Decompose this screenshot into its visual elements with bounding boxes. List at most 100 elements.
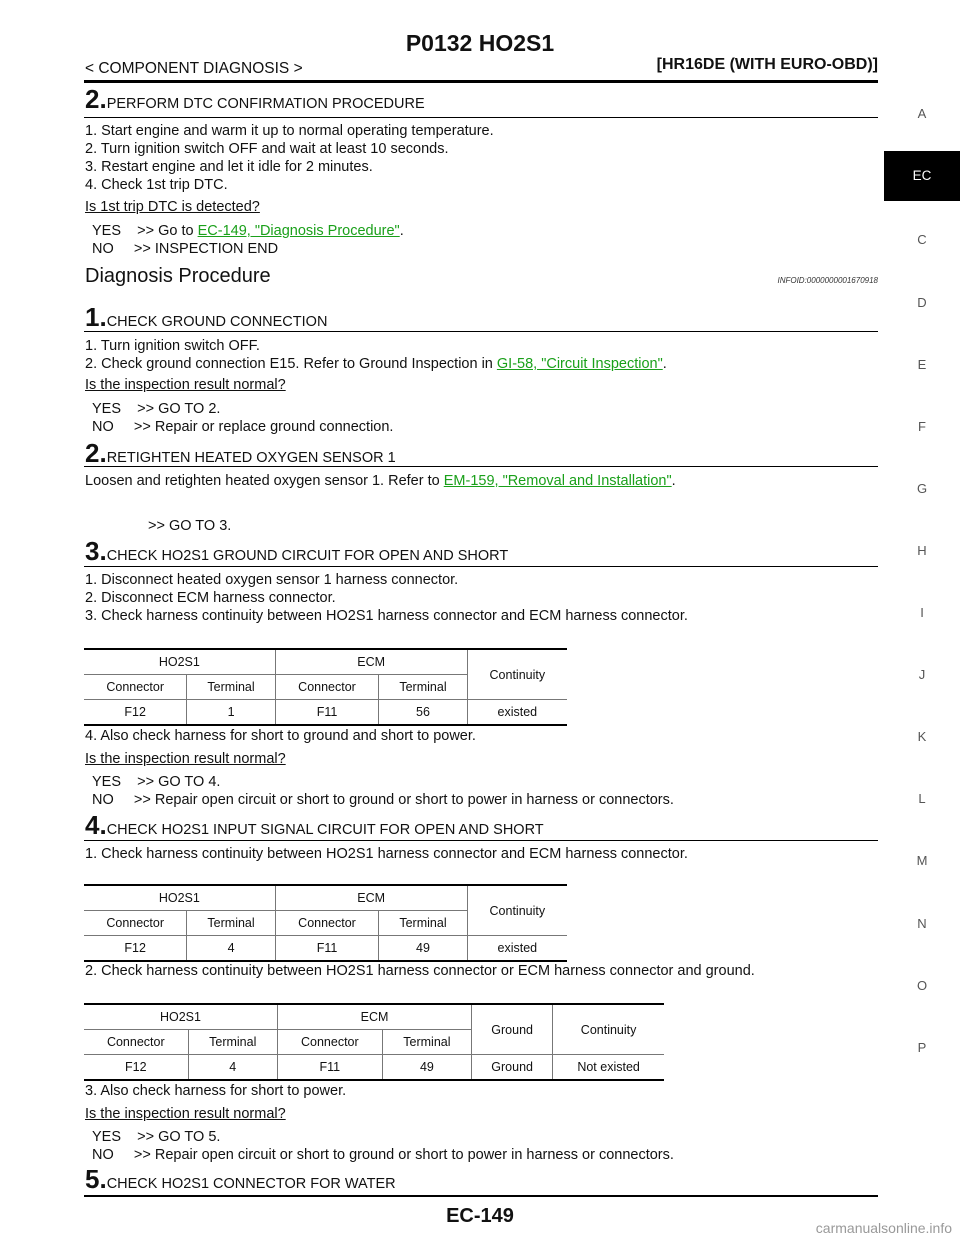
instruction-line: Loosen and retighten heated oxygen senso… <box>85 472 676 490</box>
sidebar-item-ec[interactable]: EC <box>884 151 960 201</box>
sidebar-item-e[interactable]: E <box>917 357 927 372</box>
instruction-line: 2. Check harness continuity between HO2S… <box>85 963 755 979</box>
step-number: 5. <box>85 1164 107 1194</box>
section-label: < COMPONENT DIAGNOSIS > <box>85 60 303 77</box>
sidebar-item-k[interactable]: K <box>917 729 927 744</box>
no-line: NO >> Repair open circuit or short to gr… <box>92 1147 674 1163</box>
instruction-line: 1. Disconnect heated oxygen sensor 1 har… <box>85 572 459 588</box>
step-heading: 1.CHECK GROUND CONNECTION <box>85 302 327 333</box>
table-header: Terminal <box>378 674 468 700</box>
sidebar-item-o[interactable]: O <box>916 978 928 993</box>
sidebar-item-p[interactable]: P <box>917 1040 927 1055</box>
table-header: Connector <box>84 674 187 700</box>
table-header: Continuity <box>466 884 567 936</box>
sidebar-item-g[interactable]: G <box>916 481 928 496</box>
table-cell: F11 <box>274 935 379 962</box>
table-cell: F12 <box>84 699 187 726</box>
question: Is the inspection result normal? <box>85 751 286 767</box>
instruction-line: 3. Restart engine and let it idle for 2 … <box>85 159 373 175</box>
step-rule <box>84 466 878 467</box>
text: 2. Check ground connection E15. Refer to… <box>85 356 497 372</box>
engine-label: [HR16DE (WITH EURO-OBD)] <box>656 56 878 73</box>
link-removal-installation[interactable]: EM-159, "Removal and Installation" <box>443 473 672 489</box>
step-title: CHECK HO2S1 CONNECTOR FOR WATER <box>106 1176 396 1192</box>
info-id: INFOID:0000000001670918 <box>777 276 878 285</box>
step-number: 4. <box>85 810 107 840</box>
punct: . <box>662 356 667 372</box>
no-line: NO >> Repair open circuit or short to gr… <box>92 792 674 808</box>
step-rule <box>84 331 878 332</box>
table-cell: F11 <box>274 699 379 726</box>
question: Is the inspection result normal? <box>85 1106 286 1122</box>
instruction-line: 3. Also check harness for short to power… <box>85 1083 347 1099</box>
step-number: 1. <box>85 302 107 332</box>
page-number: EC-149 <box>446 1205 514 1227</box>
table-header: Terminal <box>186 674 276 700</box>
step-rule <box>84 566 878 567</box>
sidebar-item-c[interactable]: C <box>917 232 927 247</box>
step-title: CHECK HO2S1 GROUND CIRCUIT FOR OPEN AND … <box>106 548 509 564</box>
sidebar-item-n[interactable]: N <box>917 916 927 931</box>
sidebar-item-l[interactable]: L <box>918 791 926 806</box>
sidebar-item-a[interactable]: A <box>917 106 927 121</box>
table-cell: F12 <box>84 1054 189 1081</box>
table-header: ECM <box>274 648 468 675</box>
step-heading: 4.CHECK HO2S1 INPUT SIGNAL CIRCUIT FOR O… <box>85 810 544 841</box>
punct: . <box>399 223 404 239</box>
yes-label: YES >> Go to <box>92 223 198 239</box>
link-diagnosis-procedure[interactable]: EC-149, "Diagnosis Procedure" <box>197 223 400 239</box>
table-header: Terminal <box>186 910 276 936</box>
instruction-line: 2. Turn ignition switch OFF and wait at … <box>85 141 449 157</box>
table-cell: 1 <box>186 699 276 726</box>
table-header: Connector <box>274 674 379 700</box>
step-heading: 2.RETIGHTEN HEATED OXYGEN SENSOR 1 <box>85 438 396 469</box>
punct: . <box>671 473 676 489</box>
yes-line: YES >> GO TO 5. <box>92 1129 221 1145</box>
page-title: P0132 HO2S1 <box>405 30 555 56</box>
step-number: 3. <box>85 536 107 566</box>
sidebar-item-i[interactable]: I <box>920 605 924 620</box>
table-cell: 56 <box>378 699 468 726</box>
header-rule <box>84 80 878 83</box>
sidebar-item-h[interactable]: H <box>917 543 927 558</box>
step-heading: 5.CHECK HO2S1 CONNECTOR FOR WATER <box>85 1164 396 1195</box>
step-title: PERFORM DTC CONFIRMATION PROCEDURE <box>106 96 425 112</box>
step-instructions: 1. Turn ignition switch OFF. 2. Check gr… <box>85 337 667 373</box>
question: Is 1st trip DTC is detected? <box>85 199 260 215</box>
watermark: carmanualsonline.info <box>815 1220 952 1236</box>
table-header: ECM <box>274 884 468 911</box>
step-title: CHECK HO2S1 INPUT SIGNAL CIRCUIT FOR OPE… <box>106 822 544 838</box>
step-rule <box>84 840 878 841</box>
sidebar-item-d[interactable]: D <box>917 295 927 310</box>
instruction-line: 2. Disconnect ECM harness connector. <box>85 590 336 606</box>
instruction-line: 3. Check harness continuity between HO2S… <box>85 608 688 624</box>
table-header: Continuity <box>552 1003 664 1055</box>
table-header: Connector <box>274 910 379 936</box>
table-header: Ground <box>471 1003 553 1055</box>
table-cell: existed <box>466 699 567 726</box>
sidebar-item-j[interactable]: J <box>918 667 926 682</box>
table-cell: 49 <box>378 935 468 962</box>
sidebar-item-m[interactable]: M <box>916 853 928 868</box>
instruction-line: 1. Turn ignition switch OFF. <box>85 338 260 354</box>
table-cell: F12 <box>84 935 187 962</box>
link-circuit-inspection[interactable]: GI-58, "Circuit Inspection" <box>496 356 663 372</box>
instruction-line: 4. Also check harness for short to groun… <box>85 728 476 744</box>
continuity-table: HO2S1 ECM Continuity Connector Terminal … <box>84 648 567 726</box>
table-header: Terminal <box>381 1029 472 1055</box>
table-header: Terminal <box>378 910 468 936</box>
no-line: NO >> Repair or replace ground connectio… <box>92 419 394 435</box>
instruction-line: 1. Start engine and warm it up to normal… <box>85 123 494 139</box>
continuity-table: HO2S1 ECM Continuity Connector Terminal … <box>84 884 567 962</box>
yes-line: YES >> GO TO 4. <box>92 774 221 790</box>
instruction-line: 4. Check 1st trip DTC. <box>85 177 228 193</box>
table-cell: existed <box>466 935 567 962</box>
footer-rule <box>84 1195 878 1197</box>
no-line: NO >> INSPECTION END <box>92 241 279 257</box>
table-header: HO2S1 <box>84 648 276 675</box>
text: Loosen and retighten heated oxygen senso… <box>85 473 444 489</box>
table-cell: 4 <box>187 1054 278 1081</box>
sidebar-item-f[interactable]: F <box>918 419 926 434</box>
yes-line: YES >> GO TO 2. <box>92 401 221 417</box>
step-heading: 2.PERFORM DTC CONFIRMATION PROCEDURE <box>85 84 425 115</box>
